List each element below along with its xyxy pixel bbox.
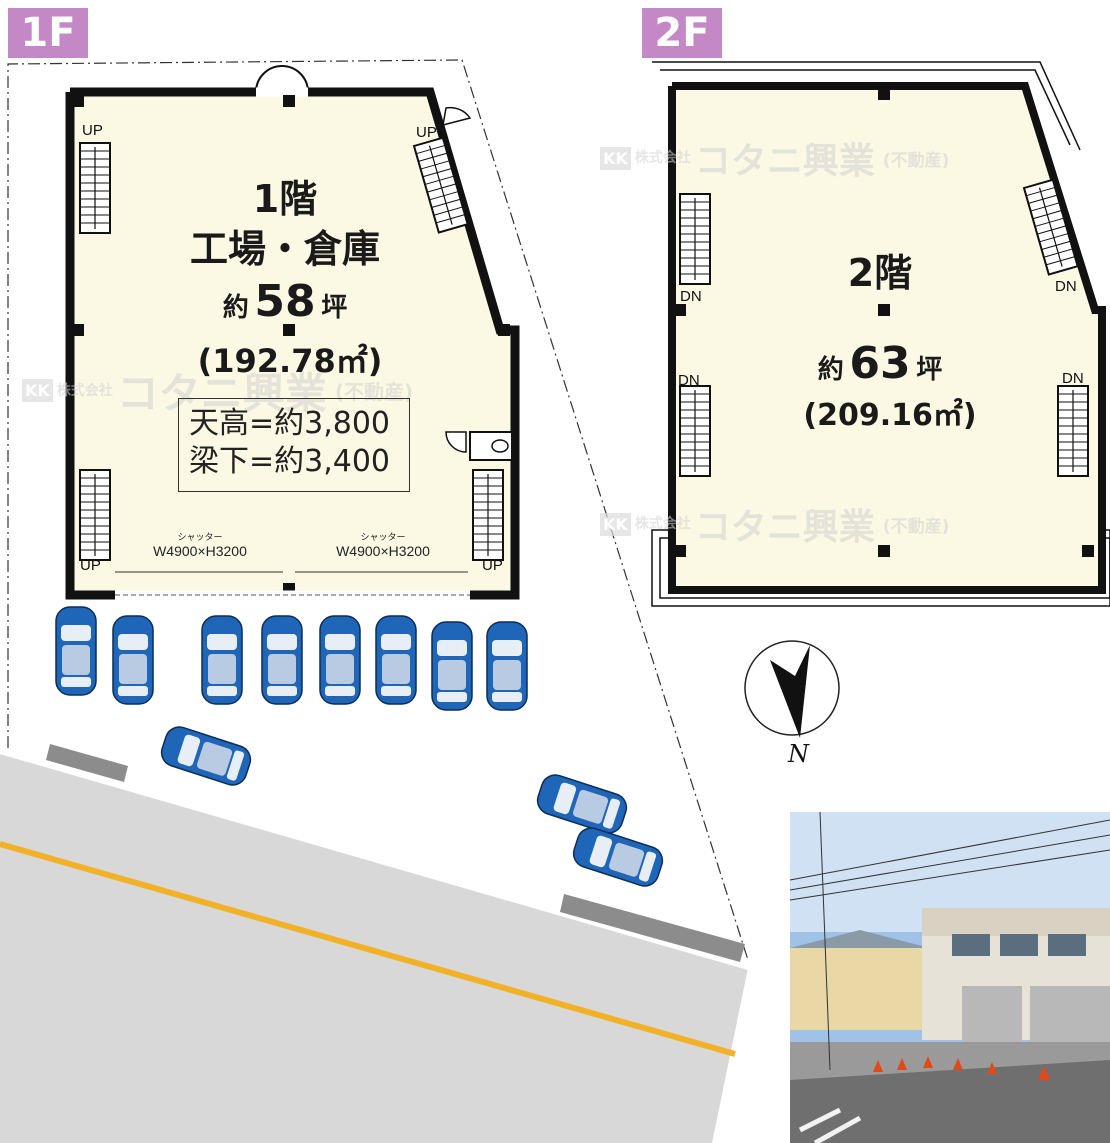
stair-label-1f-1: UP [82, 122, 103, 139]
ceiling-info-box: 天高=約3,800 梁下=約3,400 [178, 398, 410, 492]
stair-label-1f-2: UP [416, 124, 437, 141]
site-boundary [7, 59, 749, 961]
floor-2-area: 約 63 坪 [817, 338, 943, 389]
stair-label-2f-4: DN [1062, 370, 1084, 387]
compass-label: N [788, 740, 809, 768]
floor-1-use: 工場・倉庫 [189, 227, 380, 271]
site-photo [789, 811, 1110, 1143]
stair-label-2f-1: DN [680, 288, 702, 305]
floor-2-area-m2: (209.16㎡) [803, 398, 977, 433]
stair-label-2f-2: DN [1055, 278, 1077, 295]
floor-1-tag: 1F [8, 8, 88, 58]
compass [744, 640, 840, 738]
road [0, 744, 749, 1143]
floor-2-tag: 2F [642, 8, 722, 58]
ceiling-height: 天高=約3,800 [189, 406, 391, 441]
stair-label-1f-4: UP [482, 557, 503, 574]
floor-1-area: 約 58 坪 [222, 276, 348, 327]
beam-height: 梁下=約3,400 [189, 444, 391, 479]
floor-1-area-m2: (192.78㎡) [197, 342, 383, 380]
floor-1-title: 1階 [252, 177, 318, 221]
floor-2-plan [651, 61, 1110, 607]
floor-2-title: 2階 [847, 251, 913, 295]
stair-label-2f-3: DN [678, 372, 700, 389]
floor-1-plan [65, 65, 520, 600]
stair-label-1f-3: UP [80, 557, 101, 574]
